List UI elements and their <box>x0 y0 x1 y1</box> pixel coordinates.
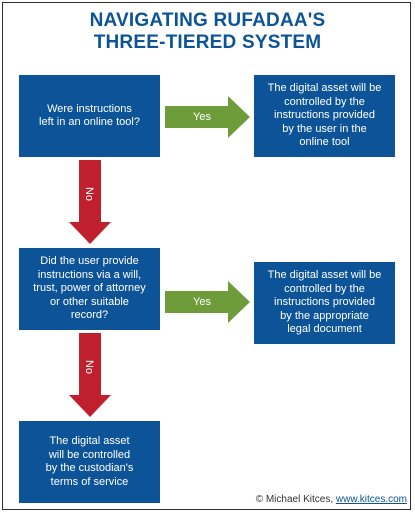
yes-label-2: Yes <box>193 296 211 308</box>
result-text-legal-document: The digital asset will be controlled by … <box>267 269 382 336</box>
result-box-online-tool: The digital asset will be controlled by … <box>254 75 395 157</box>
credit-line: © Michael Kitces, www.kitces.com <box>256 494 407 505</box>
yes-arrow-1 <box>165 96 250 138</box>
result-box-legal-document: The digital asset will be controlled by … <box>254 262 395 344</box>
question-text-online-tool: Were instructions left in an online tool… <box>39 102 140 129</box>
no-arrow-1 <box>69 160 111 244</box>
no-label-1: No <box>83 186 96 202</box>
title-line-2: THREE-TIERED SYSTEM <box>93 32 322 53</box>
yes-arrow-2 <box>165 281 250 323</box>
title-line-1: NAVIGATING RUFADAA'S <box>89 10 326 31</box>
credit-link[interactable]: www.kitces.com <box>335 494 407 505</box>
question-text-legal-record: Did the user provide instructions via a … <box>33 255 146 322</box>
result-box-terms-of-service: The digital asset will be controlled by … <box>19 421 160 503</box>
result-text-terms-of-service: The digital asset will be controlled by … <box>45 435 134 488</box>
question-box-online-tool: Were instructions left in an online tool… <box>19 75 160 157</box>
diagram-title: NAVIGATING RUFADAA'S THREE-TIERED SYSTEM <box>0 10 415 54</box>
no-arrow-2 <box>69 333 111 417</box>
result-text-online-tool: The digital asset will be controlled by … <box>267 82 382 149</box>
no-label-2: No <box>83 359 96 375</box>
question-box-legal-record: Did the user provide instructions via a … <box>19 248 160 330</box>
diagram-frame <box>2 2 411 510</box>
yes-label-1: Yes <box>193 111 211 123</box>
credit-text: © Michael Kitces, <box>255 494 336 505</box>
